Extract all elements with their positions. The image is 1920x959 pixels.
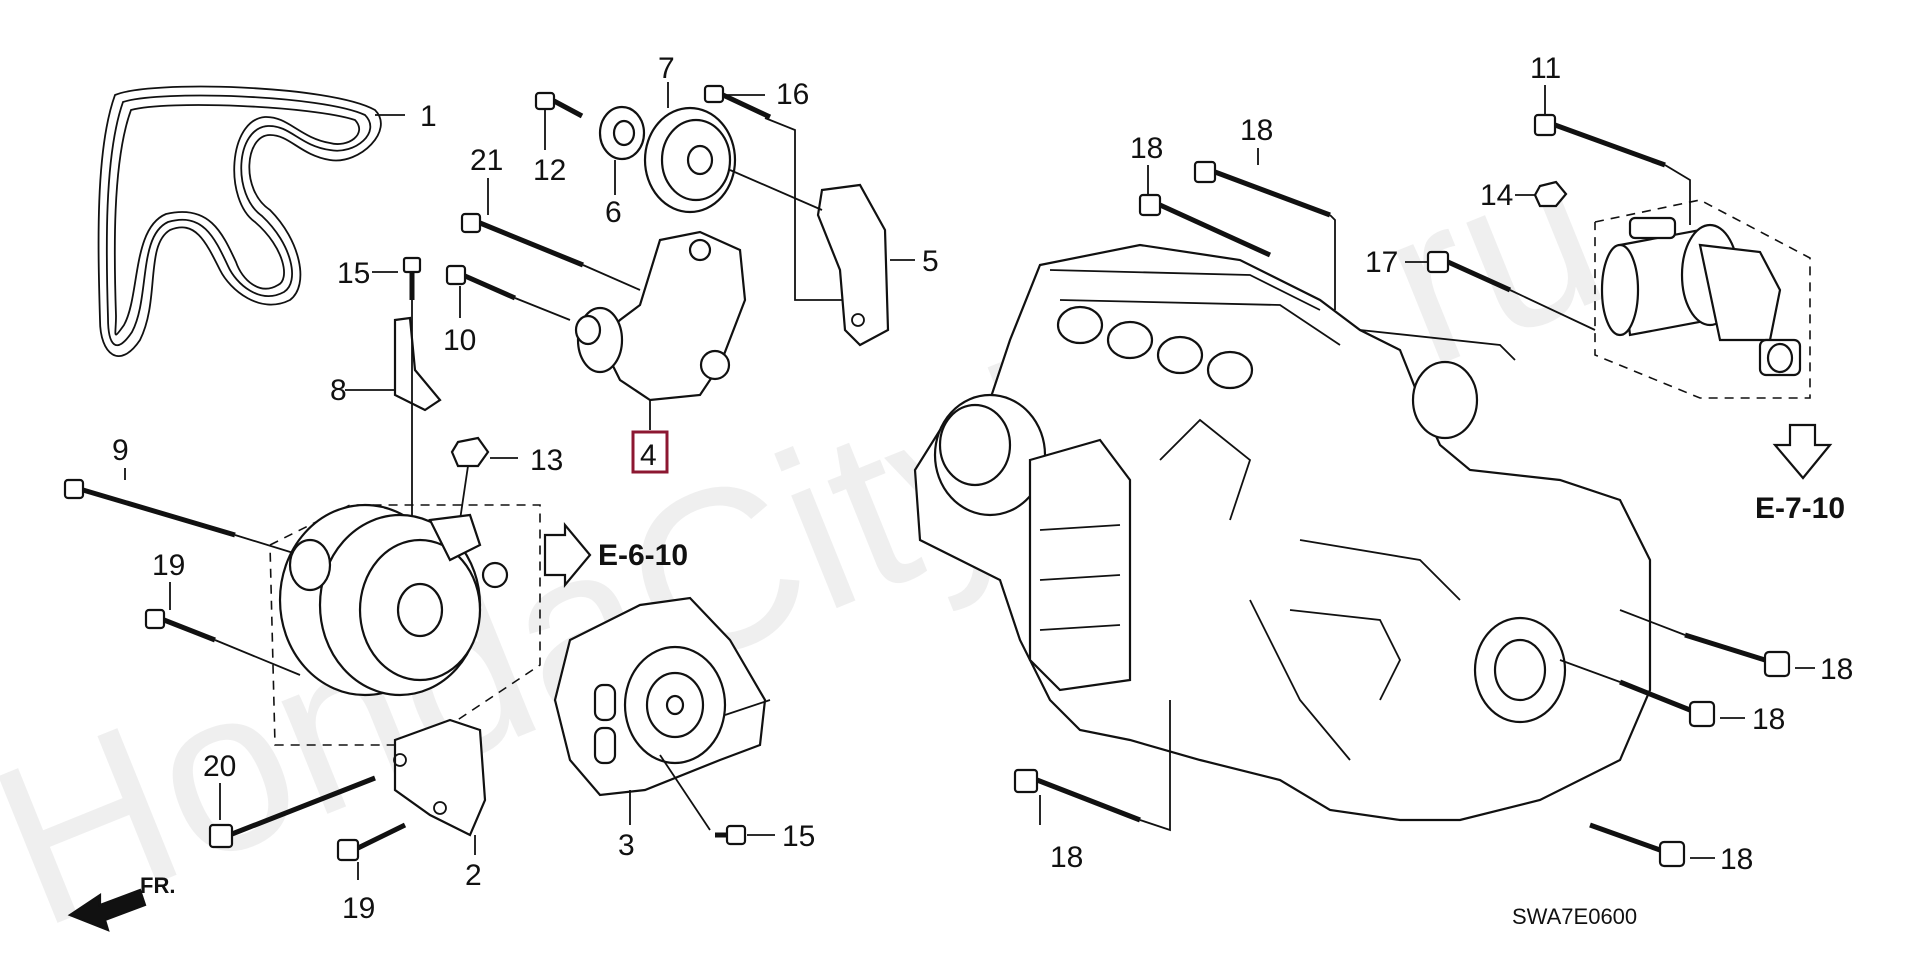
alternator-cover-3	[553, 596, 767, 797]
callout-10[interactable]: 10	[443, 324, 476, 357]
bolt-16	[703, 84, 772, 120]
callout-13[interactable]: 13	[530, 444, 563, 477]
callout-14[interactable]: 14	[1480, 179, 1513, 212]
e-7-10-arrow	[1772, 423, 1833, 480]
callout-6[interactable]: 6	[605, 196, 622, 229]
e-6-10-arrow	[543, 521, 592, 589]
callout-4[interactable]: 4	[640, 439, 657, 472]
bolt-12	[534, 91, 584, 119]
nut-13	[450, 436, 490, 468]
callout-18-f[interactable]: 18	[1050, 841, 1083, 874]
callout-2[interactable]: 2	[465, 859, 482, 892]
callout-7[interactable]: 7	[658, 52, 675, 85]
starter-dashed-outline	[1594, 199, 1811, 399]
bolt-18-e	[1589, 822, 1686, 868]
callout-18-c[interactable]: 18	[1820, 653, 1853, 686]
alternator-bracket-2	[393, 718, 487, 837]
callout-17[interactable]: 17	[1365, 246, 1398, 279]
diagram-code: SWA7E0600	[1512, 904, 1637, 929]
bolt-18-c	[1684, 632, 1791, 678]
callout-8[interactable]: 8	[330, 374, 347, 407]
bolt-19-lower	[336, 822, 407, 862]
callout-18-d[interactable]: 18	[1752, 703, 1785, 736]
washer-6	[598, 105, 646, 161]
alternator-part	[278, 503, 509, 697]
callout-18-a[interactable]: 18	[1130, 132, 1163, 165]
starter-motor-part	[1600, 216, 1802, 377]
bolt-20	[208, 775, 376, 849]
fr-label: FR.	[140, 873, 175, 898]
engine-assembly	[913, 243, 1652, 822]
callout-16[interactable]: 16	[776, 78, 809, 111]
auto-tensioner-4	[574, 230, 747, 402]
callout-9[interactable]: 9	[112, 434, 129, 467]
bolt-9	[63, 478, 236, 538]
idler-pulley-7	[643, 106, 737, 214]
callout-18-e[interactable]: 18	[1720, 843, 1753, 876]
callout-12[interactable]: 12	[533, 154, 566, 187]
callout-19-upper[interactable]: 19	[152, 549, 185, 582]
bracket-8	[393, 316, 442, 412]
callout-1[interactable]: 1	[420, 100, 437, 133]
bolt-18-d	[1619, 679, 1716, 728]
alternator-dashed-outline	[269, 504, 541, 746]
part-4-highlight-box	[631, 430, 669, 474]
ref-e-7-10[interactable]: E-7-10	[1755, 492, 1845, 525]
bolt-21	[460, 212, 584, 268]
bolt-17	[1426, 250, 1512, 293]
callout-3[interactable]: 3	[618, 829, 635, 862]
bolt-10	[445, 264, 517, 301]
callout-15-lower[interactable]: 15	[782, 820, 815, 853]
bolt-11	[1533, 113, 1666, 168]
tensioner-bracket-5	[816, 183, 890, 347]
callout-19-lower[interactable]: 19	[342, 892, 375, 925]
bolt-15-top	[402, 256, 422, 300]
bolt-18-f	[1013, 768, 1141, 823]
callout-18-b[interactable]: 18	[1240, 114, 1273, 147]
drive-belt-part	[97, 85, 382, 357]
callout-11[interactable]: 11	[1530, 52, 1561, 85]
nut-14	[1533, 180, 1568, 208]
front-direction-arrow: FR.	[67, 873, 175, 932]
bolt-18-a	[1138, 193, 1272, 258]
callout-15-top[interactable]: 15	[337, 257, 370, 290]
callout-20[interactable]: 20	[203, 750, 236, 783]
callout-5[interactable]: 5	[922, 245, 939, 278]
bolt-18-b	[1193, 160, 1331, 218]
ref-e-6-10[interactable]: E-6-10	[598, 539, 688, 572]
bolt-15-lower	[715, 824, 747, 846]
callout-21[interactable]: 21	[470, 144, 503, 177]
bolt-19-upper	[144, 608, 216, 643]
